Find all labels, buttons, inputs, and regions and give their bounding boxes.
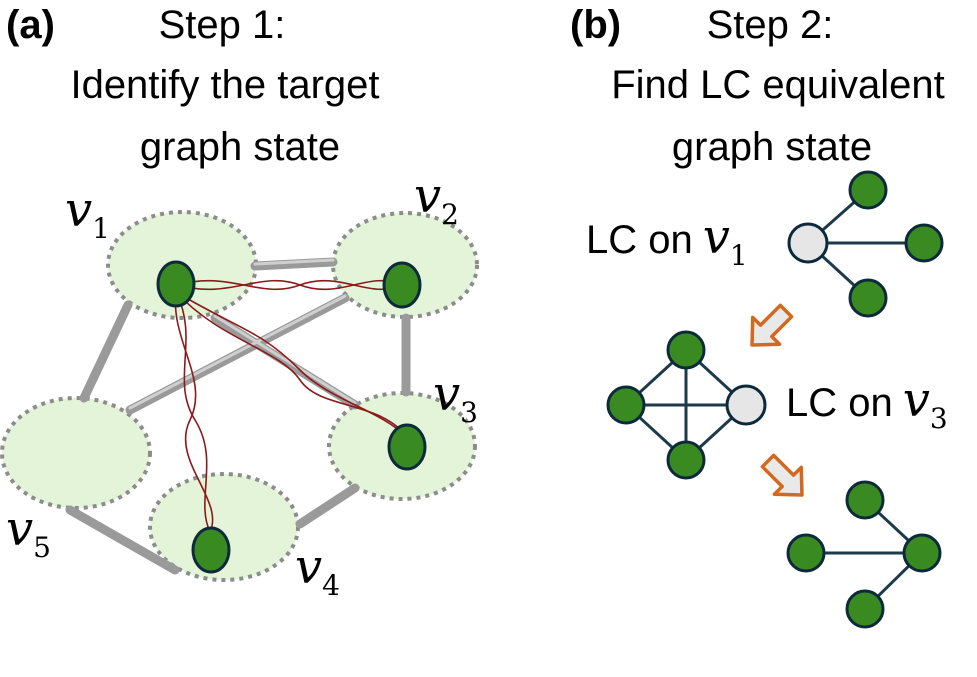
graph-node — [786, 533, 826, 573]
qubit-v4 — [191, 526, 231, 574]
bond-highlight — [253, 258, 335, 266]
bond-highlight — [213, 314, 357, 405]
qubit-nodes — [156, 260, 427, 574]
graph-node — [845, 480, 885, 520]
cloud-v5 — [0, 396, 152, 510]
bond-v5-v2 — [125, 293, 350, 415]
star-graph-1 — [787, 170, 944, 318]
bond-highlight — [128, 294, 347, 410]
entanglement-v1-v3-twist — [175, 291, 409, 439]
bond-v4-v3 — [295, 483, 360, 529]
panel-b-title-line-2: Find LC equivalent — [611, 63, 945, 107]
panel-a: (a) Step 1: Identify the target graph st… — [0, 3, 479, 602]
arrow-down-right-icon — [760, 453, 804, 497]
bond-v1-v3 — [210, 313, 360, 410]
entanglement-links — [174, 279, 409, 533]
panel-b: (b) Step 2: Find LC equivalent graph sta… — [570, 3, 948, 629]
graph-node — [845, 589, 885, 629]
panel-a-title-line-3: graph state — [140, 125, 340, 169]
panel-a-title-line-1: Step 1: — [159, 3, 286, 47]
vertex-label-v4: v4 — [295, 539, 340, 602]
qubit-v1 — [156, 260, 196, 308]
graph-node — [666, 440, 706, 480]
panel-b-title-line-1: Step 2: — [707, 3, 834, 47]
graph-node — [848, 278, 888, 318]
qubit-v3 — [387, 423, 427, 471]
panel-a-label: (a) — [6, 3, 55, 47]
star-graph-2 — [786, 480, 942, 629]
entanglement-v1-v2-twist — [177, 279, 401, 291]
vertex-label-v3: v3 — [433, 366, 478, 429]
graph-node — [848, 170, 888, 210]
graph-node — [902, 533, 942, 573]
graph-node — [606, 385, 646, 425]
arrow-down-left-icon — [750, 303, 794, 347]
graph-bonds — [65, 257, 411, 575]
complete-graph — [606, 330, 767, 480]
panel-a-title-line-2: Identify the target — [70, 63, 379, 107]
bond-v5-v4 — [65, 505, 180, 575]
lc-center-v3 — [725, 384, 767, 426]
panel-b-label: (b) — [570, 3, 621, 47]
entanglement-v1-v3 — [175, 291, 409, 439]
lc-center-v1 — [787, 222, 829, 264]
graph-node — [904, 223, 944, 263]
qubit-v2 — [382, 261, 422, 309]
graph-node — [666, 330, 706, 370]
vertex-label-v5: v5 — [6, 501, 51, 564]
entanglement-v1-v4 — [175, 291, 211, 533]
panel-b-title-line-3: graph state — [672, 125, 872, 169]
bond-v1-v2 — [250, 257, 338, 271]
entanglement-v1-v4-twist — [174, 291, 214, 533]
bond-v1-v5 — [79, 300, 133, 403]
vertex-label-v1: v1 — [65, 182, 110, 245]
vertex-label-v2: v2 — [414, 168, 459, 231]
